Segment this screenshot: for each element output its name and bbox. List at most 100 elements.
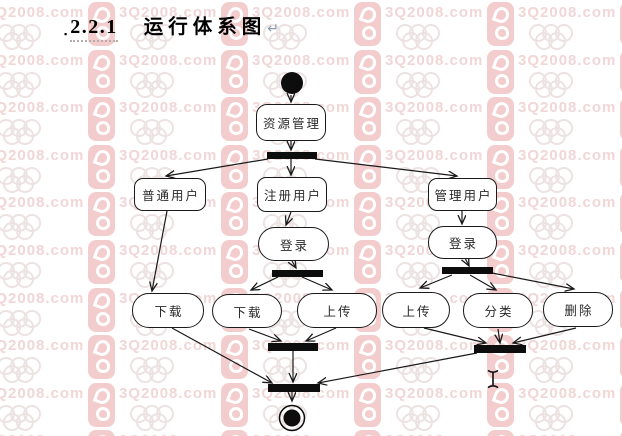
watermark-logo-icon	[88, 430, 115, 436]
watermark-rings-icon	[0, 262, 45, 288]
watermark-logo-icon	[487, 97, 514, 142]
action-admin-user: 管理用户	[428, 178, 497, 211]
watermark-text: 3Q2008.com	[518, 242, 617, 259]
edge-upload2-join3	[423, 327, 486, 343]
edge-fork2-upload	[301, 276, 332, 290]
watermark-logo-icon	[487, 144, 514, 189]
watermark-logo-icon	[620, 335, 622, 380]
watermark-text: 3Q2008.com	[0, 51, 85, 69]
watermark-text: 3Q2008.com	[518, 99, 617, 117]
watermark-text: 3Q2008.com	[119, 51, 218, 69]
watermark-rings-icon	[130, 214, 178, 241]
watermark-text: 3Q2008.com	[385, 99, 484, 117]
watermark-text: 3Q2008.com	[518, 194, 617, 212]
watermark-text: 3Q2008.com	[0, 146, 85, 164]
fork-bar-admin	[442, 267, 493, 274]
edge-delete-join3	[513, 327, 577, 343]
watermark-rings-icon	[396, 119, 444, 146]
watermark-text: 3Q2008.com	[0, 337, 85, 355]
watermark-text: 3Q2008.com	[0, 384, 85, 402]
watermark-rings-icon	[0, 119, 45, 146]
watermark-rings-icon	[396, 24, 444, 50]
watermark-text: 3Q2008.com	[0, 4, 85, 21]
action-upload-admin: 上传	[382, 292, 450, 328]
watermark-logo-icon	[620, 430, 622, 436]
action-resource-management: 资源管理	[256, 104, 326, 141]
section-heading[interactable]: ▪ 2.2.1 运行体系图 ↵	[64, 10, 279, 42]
watermark-rings-icon	[0, 24, 45, 50]
action-classify: 分类	[463, 293, 533, 328]
watermark-text: 3Q2008.com	[0, 194, 85, 212]
action-login-registered: 登录	[258, 227, 329, 261]
watermark-logo-icon	[221, 97, 248, 142]
section-number: 2.2.1	[70, 16, 118, 42]
watermark-logo-icon	[221, 430, 248, 436]
watermark-text: 3Q2008.com	[518, 384, 617, 402]
watermark-rings-icon	[0, 309, 45, 336]
watermark-logo-icon	[487, 382, 514, 427]
list-bullet: ▪	[64, 29, 68, 39]
watermark-text: 3Q2008.com	[0, 289, 85, 307]
watermark-rings-icon	[0, 71, 45, 98]
watermark-text: 3Q2008.com	[119, 146, 218, 164]
watermark-rings-icon	[529, 357, 577, 384]
watermark-rings-icon	[529, 404, 577, 431]
edge-fork3-classify	[469, 274, 496, 290]
watermark-logo-icon	[221, 382, 248, 427]
watermark-rings-icon	[529, 71, 577, 98]
watermark-rings-icon	[529, 214, 577, 241]
watermark-logo-icon	[487, 430, 514, 436]
edge-registered-login	[286, 211, 291, 225]
watermark-logo-icon	[221, 144, 248, 189]
watermark-text: 3Q2008.com	[119, 384, 218, 402]
watermark-logo-icon	[221, 2, 248, 46]
watermark-logo-icon	[88, 2, 115, 46]
watermark-rings-icon	[263, 24, 311, 50]
action-delete: 删除	[543, 292, 613, 327]
action-download-registered: 下载	[212, 294, 282, 328]
watermark-text: 3Q2008.com	[385, 337, 484, 355]
watermark-rings-icon	[529, 119, 577, 146]
watermark-logo-icon	[620, 97, 622, 142]
watermark-logo-icon	[354, 97, 381, 142]
watermark-rings-icon	[130, 357, 178, 384]
watermark-text: 3Q2008.com	[119, 99, 218, 117]
watermark-logo-icon	[88, 49, 115, 94]
watermark-logo-icon	[88, 144, 115, 189]
join-bar-middle-1	[268, 343, 318, 351]
watermark-text: 3Q2008.com	[385, 384, 484, 402]
watermark-rings-icon	[396, 71, 444, 98]
watermark-logo-icon	[354, 240, 381, 284]
watermark-text: 3Q2008.com	[119, 4, 218, 21]
watermark-text: 3Q2008.com	[119, 432, 217, 436]
section-title-text: 运行体系图	[143, 16, 267, 38]
watermark-text: 3Q2008.com	[0, 432, 84, 436]
text-cursor-icon	[487, 370, 499, 388]
watermark-logo-icon	[620, 240, 622, 284]
edge-login-fork2	[292, 261, 296, 268]
watermark-text: 3Q2008.com	[252, 432, 350, 436]
watermark-rings-icon	[130, 262, 178, 288]
watermark-rings-icon	[529, 24, 577, 50]
watermark-logo-icon	[620, 382, 622, 427]
watermark-rings-icon	[396, 404, 444, 431]
action-login-admin: 登录	[428, 226, 497, 259]
watermark-logo-icon	[620, 144, 622, 189]
watermark-rings-icon	[529, 166, 577, 193]
edge-normal-download	[152, 210, 168, 291]
edge-download-join2	[171, 327, 272, 383]
join-bar-admin	[474, 345, 526, 353]
watermark-rings-icon	[130, 24, 178, 50]
watermark-rings-icon	[130, 404, 178, 431]
watermark-rings-icon	[0, 214, 45, 241]
action-upload-registered: 上传	[297, 293, 377, 328]
watermark-logo-icon	[88, 287, 115, 332]
watermark-logo-icon	[354, 2, 381, 46]
watermark-text: 3Q2008.com	[385, 4, 484, 21]
watermark-logo-icon	[354, 382, 381, 427]
edge-login-fork3	[465, 258, 469, 266]
